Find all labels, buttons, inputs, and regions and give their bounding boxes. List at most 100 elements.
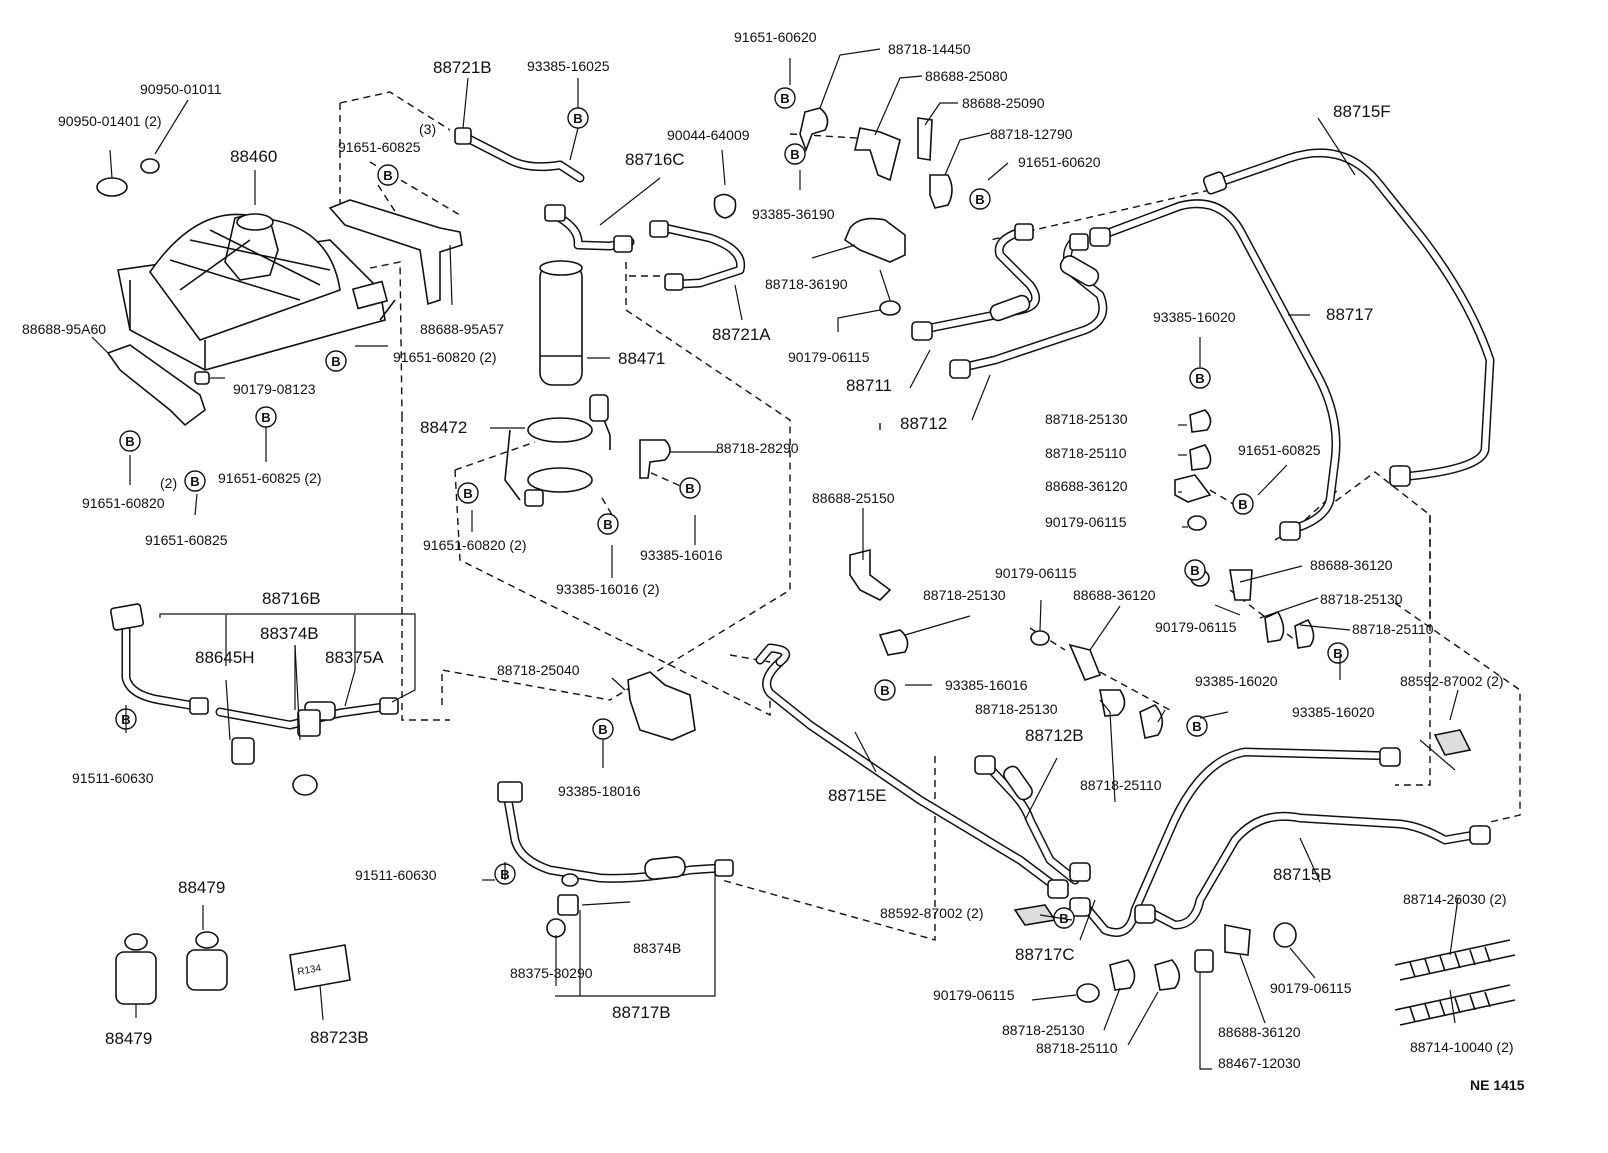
label-93385-36190: 93385-36190 — [752, 206, 835, 222]
label-91651-60825-b: 91651-60825 — [145, 532, 228, 548]
bolt-b-icon: B — [1189, 367, 1211, 389]
leader-lines — [91, 48, 1459, 1070]
svg-text:B: B — [603, 517, 612, 532]
bolt-b-icon: B — [1327, 642, 1349, 664]
label-91651-60825-c: 91651-60825 — [1238, 442, 1321, 458]
svg-text:B: B — [880, 683, 889, 698]
label-88718-25040: 88718-25040 — [497, 662, 580, 678]
label-90044-64009: 90044-64009 — [667, 127, 750, 143]
receiver-bracket — [504, 394, 611, 507]
bolt-b-icon: B — [597, 513, 619, 535]
label-88718-25110-d: 88718-25110 — [1036, 1040, 1118, 1056]
label-88479-b: 88479 — [105, 1029, 152, 1048]
label-88688-36120-c: 88688-36120 — [1073, 587, 1156, 603]
bolt-b-icon: B — [1186, 715, 1208, 737]
label-88718-25110-b: 88718-25110 — [1352, 621, 1434, 637]
label-88718-25130-c: 88718-25130 — [923, 587, 1006, 603]
components: R134 — [96, 107, 1516, 1026]
label-88688-95A57: 88688-95A57 — [420, 321, 504, 337]
label-90950-01011: 90950-01011 — [140, 81, 222, 97]
label-88717: 88717 — [1326, 305, 1373, 324]
label-93385-16016-2: 93385-16016 (2) — [556, 581, 660, 597]
bolt-b-icon: B — [377, 164, 399, 186]
bolt-b-icon: B — [567, 107, 589, 129]
bolt-b-icon: B — [255, 406, 277, 428]
label-88716B: 88716B — [262, 589, 321, 608]
label-88479-a: 88479 — [178, 878, 225, 897]
label-88711: 88711 — [846, 376, 892, 395]
label-88688-36120-d: 88688-36120 — [1218, 1024, 1301, 1040]
bolt-b-icon: B — [1184, 559, 1206, 581]
svg-text:B: B — [1192, 719, 1201, 734]
label-88718-12790: 88718-12790 — [990, 126, 1073, 142]
label-88721A: 88721A — [712, 325, 771, 344]
receiver-dryer — [539, 260, 583, 386]
label-90179-06115-b: 90179-06115 — [1045, 514, 1127, 530]
svg-text:B: B — [573, 111, 582, 126]
bolt-b-icon: B — [457, 482, 479, 504]
label-88714-26030: 88714-26030 (2) — [1403, 891, 1507, 907]
label-88718-25110-c: 88718-25110 — [1080, 777, 1162, 793]
caution-label-plate: R134 — [289, 944, 351, 991]
label-88717B: 88717B — [612, 1003, 671, 1022]
label-88723B: 88723B — [310, 1028, 369, 1047]
label-93385-16025: 93385-16025 — [527, 58, 610, 74]
svg-text:B: B — [331, 354, 340, 369]
label-88467-12030: 88467-12030 — [1218, 1055, 1301, 1071]
label-88718-36190: 88718-36190 — [765, 276, 848, 292]
svg-text:B: B — [1195, 371, 1204, 386]
svg-text:B: B — [598, 722, 607, 737]
label-88718-28290: 88718-28290 — [716, 440, 799, 456]
svg-text:B: B — [1333, 646, 1342, 661]
label-88688-36120-a: 88688-36120 — [1045, 478, 1128, 494]
label-93385-18016: 93385-18016 — [558, 783, 641, 799]
label-90950-01401: 90950-01401 (2) — [58, 113, 162, 129]
label-93385-16020-a: 93385-16020 — [1153, 309, 1236, 325]
svg-text:R134: R134 — [297, 963, 323, 978]
bolt-b-icon: B — [874, 679, 896, 701]
svg-text:B: B — [790, 147, 799, 162]
label-88715B: 88715B — [1273, 865, 1332, 884]
label-90179-06115-a: 90179-06115 — [788, 349, 870, 365]
label-91511-60630-b: 91511-60630 — [355, 867, 437, 883]
label-91651-60620-b: 91651-60620 — [1018, 154, 1101, 170]
bolt-b-icon: B — [184, 470, 206, 492]
label-88718-14450: 88718-14450 — [888, 41, 971, 57]
label-90179-06115-f: 90179-06115 — [1270, 980, 1352, 996]
label-88712B: 88712B — [1025, 726, 1084, 745]
svg-text:B: B — [463, 486, 472, 501]
label-88712: 88712 — [900, 414, 947, 433]
label-88688-95A60: 88688-95A60 — [22, 321, 106, 337]
svg-text:B: B — [1238, 497, 1247, 512]
label-88718-25130-a: 88718-25130 — [1045, 411, 1128, 427]
svg-text:B: B — [383, 168, 392, 183]
svg-text:B: B — [261, 410, 270, 425]
label-88718-25130-d: 88718-25130 — [975, 701, 1058, 717]
label-90179-06115-e: 90179-06115 — [933, 987, 1015, 1003]
label-93385-16016-b: 93385-16016 — [945, 677, 1028, 693]
bolt-b-icon: B — [774, 87, 796, 109]
bolt-b-icon: B — [1232, 493, 1254, 515]
svg-text:B: B — [125, 434, 134, 449]
label-qty-3: (3) — [419, 121, 436, 137]
label-88718-25130-e: 88718-25130 — [1002, 1022, 1085, 1038]
svg-text:B: B — [685, 481, 694, 496]
label-88716C: 88716C — [625, 150, 685, 169]
svg-text:B: B — [1190, 563, 1199, 578]
label-88718-25130-b: 88718-25130 — [1320, 591, 1403, 607]
label-88460: 88460 — [230, 147, 277, 166]
label-88717C: 88717C — [1015, 945, 1075, 964]
label-88688-25090: 88688-25090 — [962, 95, 1045, 111]
pressure-switch-a — [115, 933, 157, 1005]
label-91651-60820-2a: 91651-60820 (2) — [393, 349, 497, 365]
label-88645H: 88645H — [195, 648, 255, 667]
label-93385-16020-b: 93385-16020 — [1195, 673, 1278, 689]
bolt-b-icon: B — [119, 430, 141, 452]
label-88471: 88471 — [618, 349, 665, 368]
label-88472: 88472 — [420, 418, 467, 437]
svg-text:B: B — [975, 192, 984, 207]
dashed-outlines — [339, 91, 1521, 941]
bolt-b-icon: B — [679, 477, 701, 499]
